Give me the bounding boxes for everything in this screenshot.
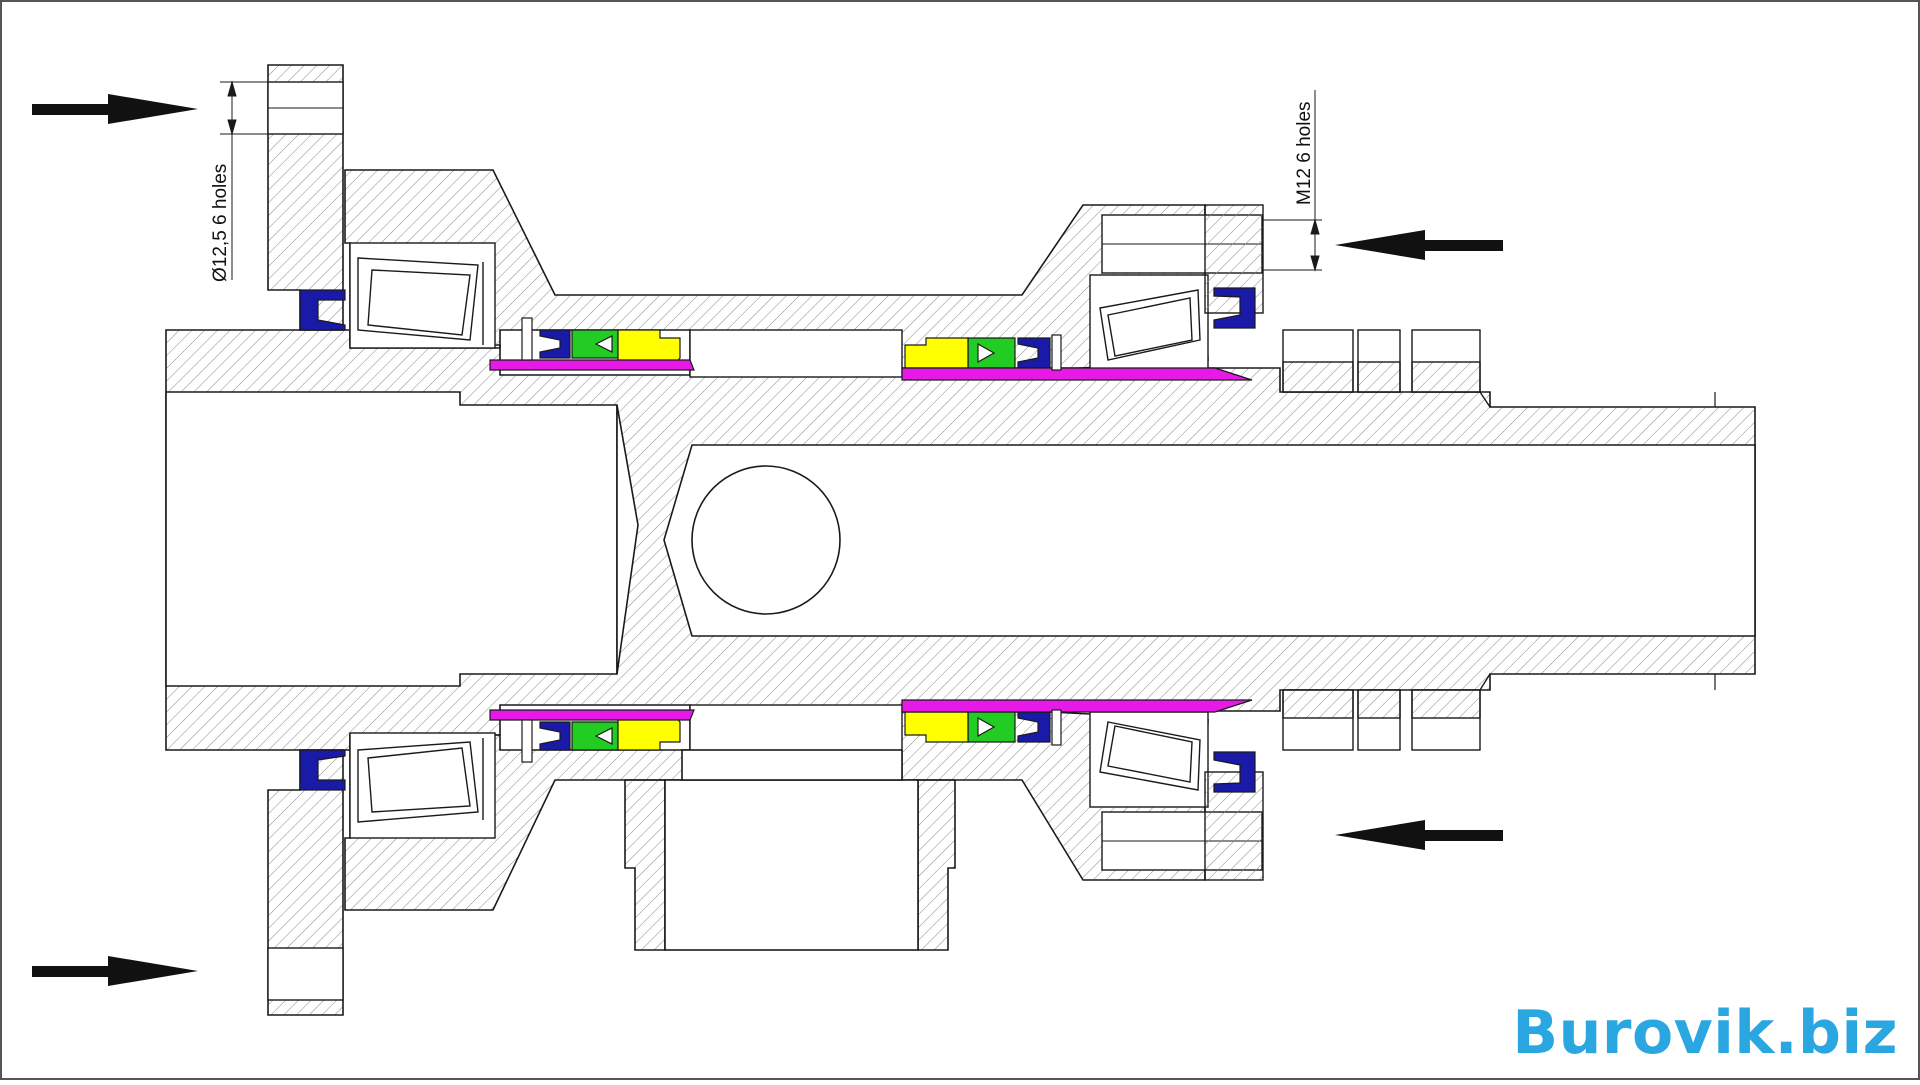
lip-seal-packing-left-lower xyxy=(539,721,571,751)
housing-window-upper xyxy=(689,329,903,378)
dimension-right xyxy=(1262,90,1322,272)
wiper-notch xyxy=(977,342,996,364)
force-arrows xyxy=(32,94,1503,986)
tapered-bearing-left-upper xyxy=(357,257,484,345)
bottom-inlet-port xyxy=(624,749,956,951)
shaft-cone-left xyxy=(616,404,639,675)
lip-seals xyxy=(299,287,1256,793)
sleeve-right-lower xyxy=(901,699,1253,713)
sleeve-left-lower xyxy=(489,709,695,721)
right-spacer-rings xyxy=(1282,329,1481,751)
arrow-left-icon xyxy=(1335,820,1503,850)
sleeves xyxy=(489,359,1253,721)
sleeve-right-upper xyxy=(901,367,1253,381)
lip-seal-packing-right-lower xyxy=(1017,711,1051,743)
lip-seal-left-upper xyxy=(299,289,346,331)
shaft-step-line xyxy=(1479,673,1491,691)
arrow-right-icon xyxy=(32,956,198,986)
sleeve-left-upper xyxy=(489,359,695,371)
arrow-right-icon xyxy=(32,94,198,124)
wiper-notch xyxy=(977,716,996,738)
brand-watermark: Burovik.biz xyxy=(1512,998,1898,1068)
tapered-bearing-left-lower xyxy=(357,738,484,823)
lip-seal-right-lower xyxy=(1213,751,1256,793)
lip-seal-packing-left-upper xyxy=(539,329,571,359)
tapered-bearing-right-lower xyxy=(1099,721,1201,791)
wiper-notch xyxy=(594,727,613,745)
dimension-left xyxy=(220,80,268,280)
lip-seal-right-upper xyxy=(1213,287,1256,329)
tapered-bearing-right-upper xyxy=(1099,289,1201,361)
lip-seal-left-lower xyxy=(299,749,346,791)
flange-hole-lower xyxy=(267,947,344,1001)
lip-seal-packing-right-upper xyxy=(1017,337,1051,369)
left-holes-label: Ø12,5 6 holes xyxy=(210,164,231,282)
right-holes-label: M12 6 holes xyxy=(1294,101,1315,205)
check-ball xyxy=(691,465,841,615)
shaft-left-bore xyxy=(165,391,618,687)
wiper-notch xyxy=(594,335,613,353)
spacer-washers xyxy=(521,317,1062,763)
shaft-step-line xyxy=(1479,391,1491,408)
shaft-main-bore xyxy=(663,444,1756,637)
arrow-left-icon xyxy=(1335,230,1503,260)
